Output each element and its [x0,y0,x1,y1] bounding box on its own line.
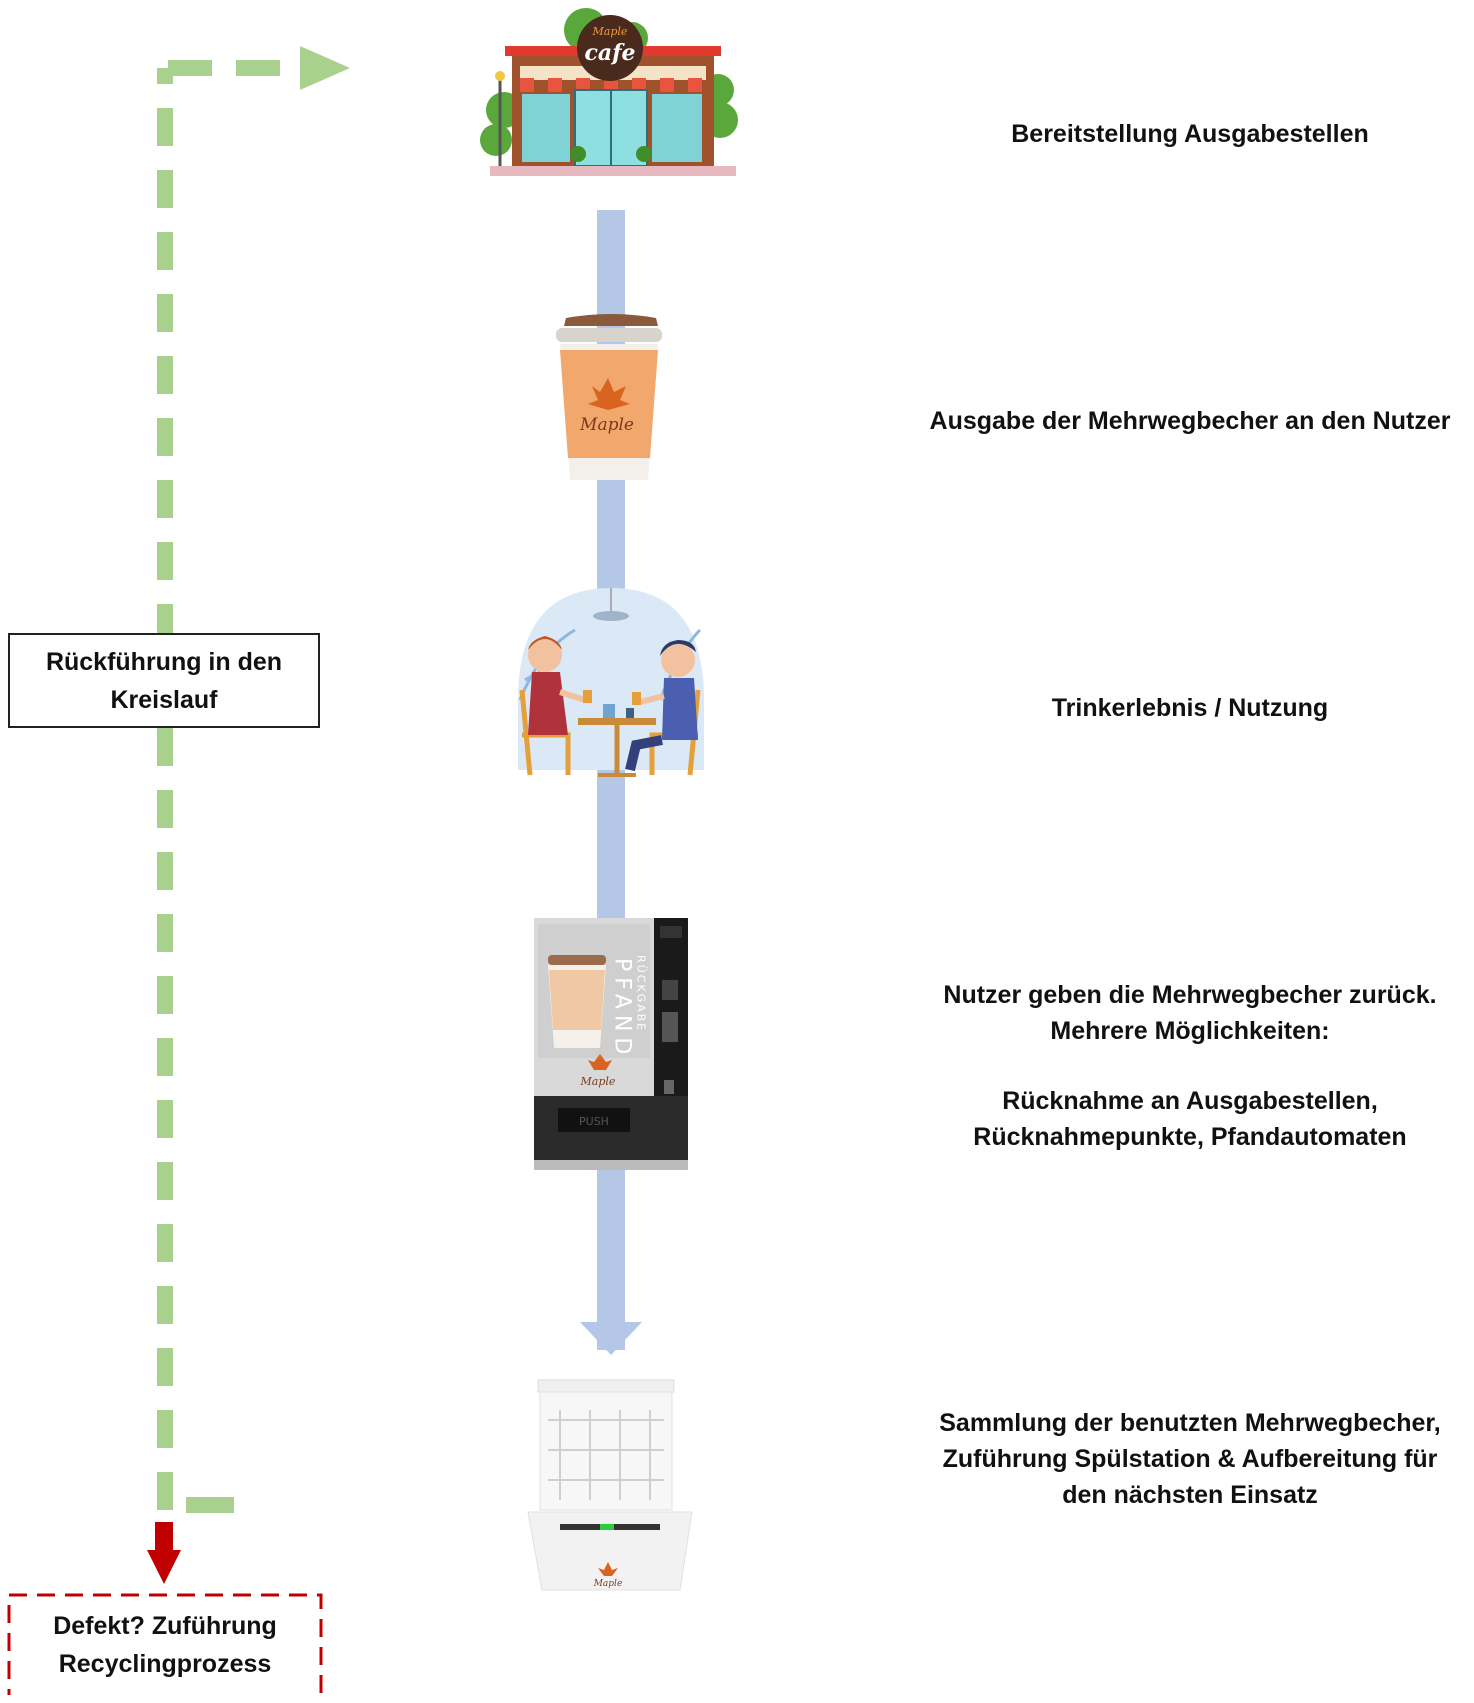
defect-line: Defekt? Zuführung [53,1612,277,1640]
step-line: Mehrere Möglichkeiten: [1050,1017,1330,1045]
deposit-return-machine-icon: PFAND RÜCKGABE Maple PUSH [534,918,688,1170]
machine-panel-text: PFAND [610,958,635,1060]
step-line: Trinkerlebnis / Nutzung [1051,694,1329,722]
step-line: Rücknahmepunkte, Pfandautomaten [973,1123,1407,1151]
step-line: Rücknahme an Ausgabestellen, [1002,1087,1378,1115]
defect-box-border [7,1593,323,1695]
step-label-cafe: Bereitstellung Ausgabestellen [900,116,1474,152]
defect-box: Defekt? Zuführung Recyclingprozess [8,1593,322,1703]
coffee-cup-icon: Maple [556,314,662,480]
defect-line: Recyclingprozess [58,1650,272,1678]
cafe-sign-brand: Maple [592,25,628,38]
step-line: Sammlung der benutzten Mehrwegbecher, [939,1409,1441,1437]
machine-brand: Maple [580,1075,616,1088]
step-label-cup: Ausgabe der Mehrwegbecher an den Nutzer [900,403,1474,439]
dishwasher-icon: Maple [527,1379,693,1591]
cup-brand: Maple [579,415,634,435]
return-loop-line: Kreislauf [110,686,218,714]
washer-brand: Maple [593,1579,623,1589]
return-loop-arrow [157,60,300,1513]
return-loop-box: Rückführung in den Kreislauf [8,633,320,728]
step-label-return: Nutzer geben die Mehrwegbecher zurück. M… [900,977,1474,1155]
defect-arrow-shaft [155,1522,173,1552]
step-line: den nächsten Einsatz [1062,1481,1318,1509]
main-flow-arrowhead [580,1322,642,1355]
step-line: Zuführung Spülstation & Aufbereitung für [942,1445,1438,1473]
machine-panel-subtext: RÜCKGABE [635,955,648,1032]
machine-push-text: PUSH [579,1115,609,1128]
step-gap [900,1049,1474,1083]
step-label-usage: Trinkerlebnis / Nutzung [900,690,1474,726]
step-line: Ausgabe der Mehrwegbecher an den Nutzer [929,407,1451,435]
step-line: Nutzer geben die Mehrwegbecher zurück. [943,981,1437,1009]
cafe-storefront-icon: Maple cafe [480,8,738,176]
step-label-collection: Sammlung der benutzten Mehrwegbecher, Zu… [900,1405,1474,1513]
defect-arrowhead [147,1550,181,1584]
return-loop-arrowhead [300,46,350,90]
cafe-sign-text: cafe [584,40,635,66]
return-loop-line: Rückführung in den [45,648,283,676]
step-line: Bereitstellung Ausgabestellen [1011,120,1369,148]
people-drinking-icon [518,588,704,777]
